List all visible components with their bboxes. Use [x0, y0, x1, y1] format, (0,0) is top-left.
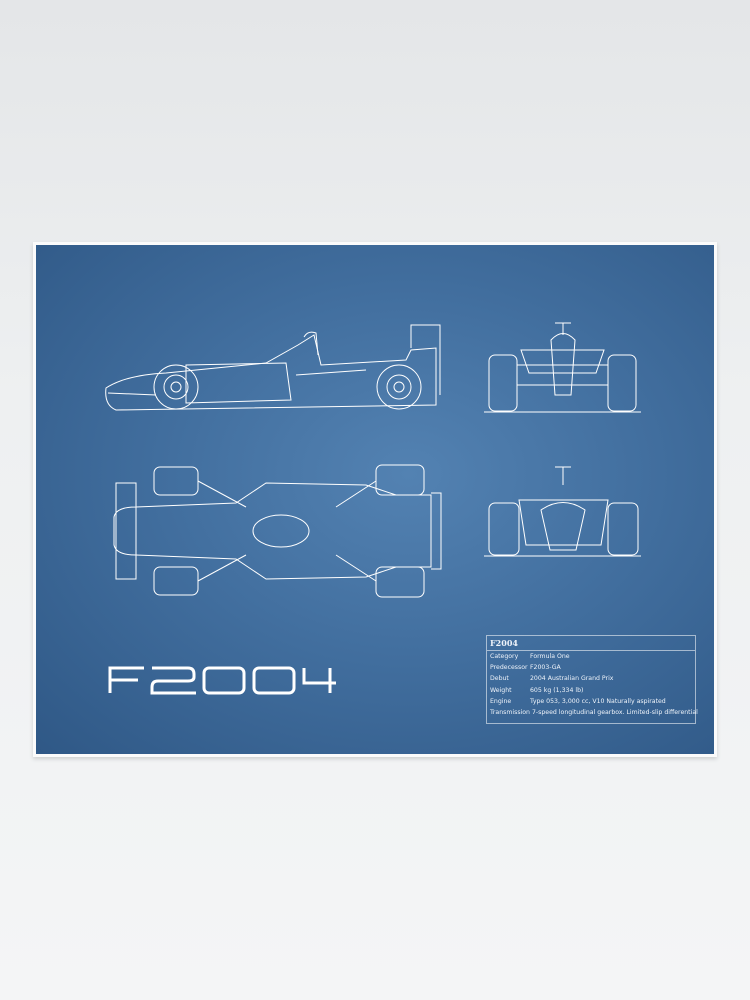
rear-view-drawing: [484, 466, 641, 557]
spec-label: Category: [490, 653, 519, 660]
spec-value: 605 kg (1,334 lb): [530, 686, 584, 694]
top-view-drawing: [113, 464, 442, 598]
spec-value: Type 053, 3,000 cc, V10 Naturally aspira…: [530, 697, 666, 705]
spec-value: Formula One: [530, 653, 570, 660]
spec-value: F2003-GA: [530, 664, 561, 672]
spec-value: 2004 Australian Grand Prix: [530, 675, 614, 683]
spec-value: 7-speed longitudinal gearbox. Limited-sl…: [531, 708, 698, 716]
spec-row-engine: Engine Type 053, 3,000 cc, V10 Naturally …: [487, 696, 695, 707]
front-view-drawing: [484, 322, 641, 413]
side-view-drawing: [105, 324, 441, 411]
spec-row-debut: Debut 2004 Australian Grand Prix: [487, 673, 695, 684]
spec-label: Transmission: [490, 708, 530, 716]
spec-label: Debut: [490, 675, 509, 683]
f2004-logo: [108, 666, 336, 695]
spec-label: Weight: [490, 686, 512, 694]
car-drawings: [105, 322, 641, 598]
spec-row-weight: Weight 605 kg (1,334 lb): [487, 685, 695, 696]
spec-row-category: Category Formula One: [487, 651, 695, 662]
spec-title: F2004: [487, 636, 695, 651]
spec-label: Engine: [490, 697, 512, 705]
spec-label: Predecessor: [490, 664, 528, 672]
